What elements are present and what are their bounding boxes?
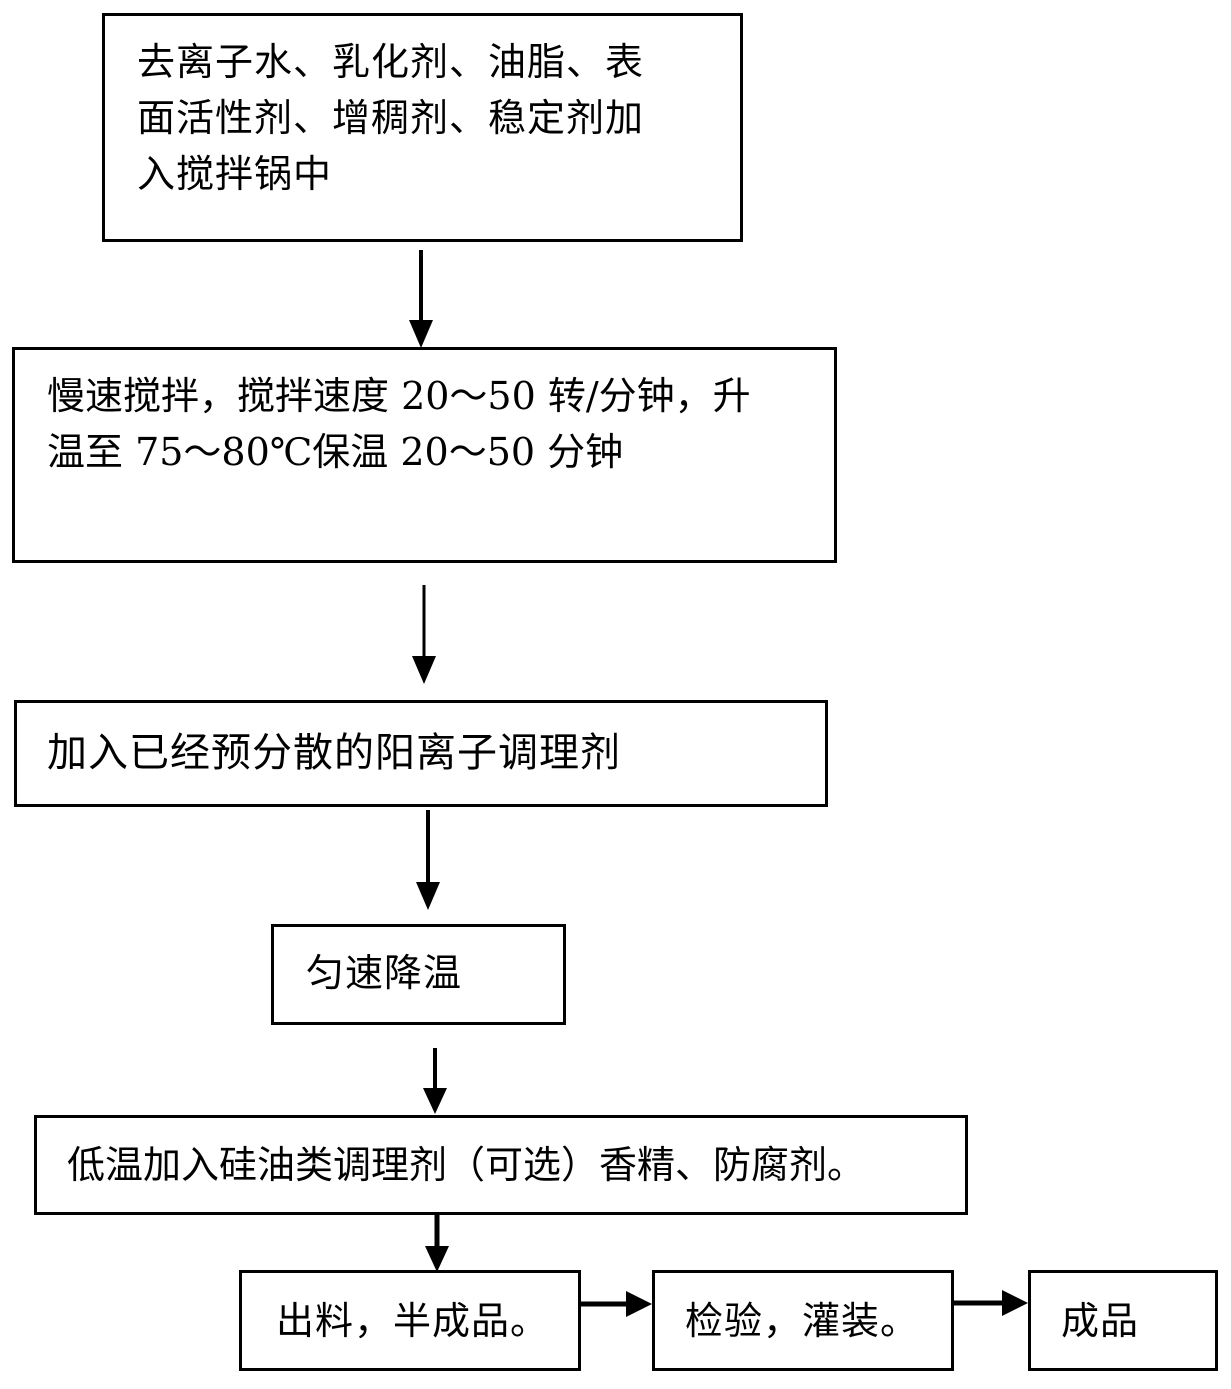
step2-text: 慢速搅拌，搅拌速度 20～50 转/分钟，升 温至 75～80℃保温 20～50…: [47, 374, 751, 474]
step4-box: 匀速降温: [271, 924, 566, 1025]
arrow-step4-step5: [423, 1048, 447, 1114]
arrow-step2-step3: [412, 585, 436, 684]
step7-box: 检验，灌装。: [652, 1270, 954, 1371]
step8-box: 成品: [1028, 1270, 1218, 1371]
step4-text: 匀速降温: [306, 951, 463, 995]
step8-text: 成品: [1061, 1299, 1140, 1343]
step3-box: 加入已经预分散的阳离子调理剂: [14, 700, 828, 807]
arrow-step3-step4: [416, 810, 440, 910]
arrow-step1-step2: [409, 250, 433, 348]
step3-text: 加入已经预分散的阳离子调理剂: [47, 730, 621, 776]
step2-box: 慢速搅拌，搅拌速度 20～50 转/分钟，升 温至 75～80℃保温 20～50…: [12, 347, 837, 563]
step1-text: 去离子水、乳化剂、油脂、表 面活性剂、增稠剂、稳定剂加 入搅拌锅中: [137, 40, 645, 196]
step7-text: 检验，灌装。: [685, 1299, 920, 1343]
step5-box: 低温加入硅油类调理剂（可选）香精、防腐剂。: [34, 1115, 968, 1215]
arrow-step7-step8: [954, 1290, 1028, 1316]
step6-box: 出料，半成品。: [239, 1270, 581, 1371]
arrow-step6-step7: [580, 1291, 652, 1317]
step6-text: 出料，半成品。: [276, 1299, 550, 1343]
step1-box: 去离子水、乳化剂、油脂、表 面活性剂、增稠剂、稳定剂加 入搅拌锅中: [102, 13, 743, 242]
step5-text: 低温加入硅油类调理剂（可选）香精、防腐剂。: [67, 1143, 866, 1187]
